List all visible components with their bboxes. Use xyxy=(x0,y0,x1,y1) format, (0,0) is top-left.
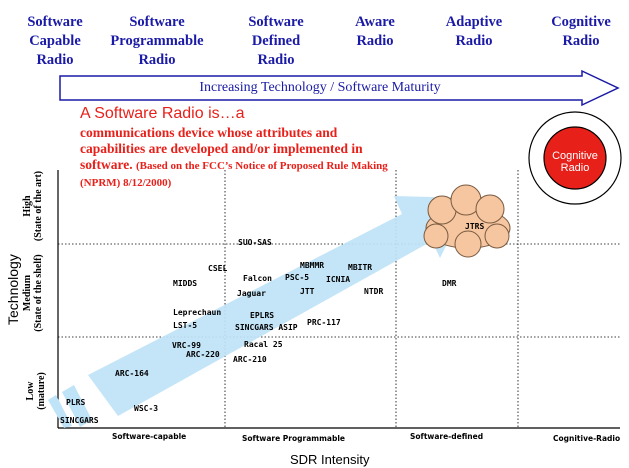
header-line: Programmable xyxy=(110,33,204,49)
header-line: Cognitive xyxy=(551,14,611,30)
point-jtt: JTT xyxy=(300,287,315,296)
point-suo-sas: SUO-SAS xyxy=(238,238,272,247)
y-level-note: (State of the art) xyxy=(33,170,44,242)
header-software-capable-radio: Software Capable Radio xyxy=(0,13,110,70)
header-software-programmable-radio: Software Programmable Radio xyxy=(102,13,212,70)
point-icnia: ICNIA xyxy=(326,275,351,284)
point-mbmmr: MBMMR xyxy=(300,261,325,270)
x-category-software-defined: Software-defined xyxy=(410,432,484,441)
point-arc-210: ARC-210 xyxy=(233,355,267,364)
point-midds: MIDDS xyxy=(173,279,198,288)
y-level-note: (mature) xyxy=(36,372,47,410)
sdr-trend-arrow xyxy=(88,196,470,416)
y-level-name: Low xyxy=(25,381,36,401)
header-line: Adaptive xyxy=(445,14,503,30)
y-level-name: Medium xyxy=(22,274,33,312)
point-psc-5: PSC-5 xyxy=(285,273,310,282)
y-level-low: Low (mature) xyxy=(25,366,47,416)
point-sincgars-asip: SINCGARS ASIP xyxy=(235,323,298,332)
x-category-cognitive-radio: Cognitive-Radio xyxy=(553,434,621,443)
point-plrs: PLRS xyxy=(66,398,86,407)
maturity-arrow xyxy=(59,69,620,107)
y-level-medium: Medium (State of the shelf) xyxy=(22,233,44,353)
y-level-note: (State of the shelf) xyxy=(33,254,44,332)
header-line: Radio xyxy=(138,52,176,68)
point-wsc-3: WSC-3 xyxy=(134,404,159,413)
definition-body: communications device whose attributes a… xyxy=(80,125,400,191)
point-prc-117: PRC-117 xyxy=(307,318,341,327)
point-arc-164: ARC-164 xyxy=(115,369,149,378)
header-aware-radio: Aware Radio xyxy=(320,13,430,51)
x-category-software-programmable: Software Programmable xyxy=(242,434,345,443)
point-falcon: Falcon xyxy=(243,274,272,283)
header-line: Defined xyxy=(251,33,301,49)
header-line: Capable xyxy=(29,33,81,49)
y-level-name: High xyxy=(22,195,33,217)
header-line: Aware xyxy=(355,14,395,30)
y-axis-title: Technology xyxy=(5,254,21,325)
header-line: Radio xyxy=(257,52,295,68)
header-software-defined-radio: Software Defined Radio xyxy=(221,13,331,70)
definition-heading: A Software Radio is…a xyxy=(80,105,245,122)
point-vrc-99: VRC-99 xyxy=(172,341,201,350)
header-adaptive-radio: Adaptive Radio xyxy=(419,13,529,51)
header-line: Software xyxy=(129,14,185,30)
header-cognitive-radio: Cognitive Radio xyxy=(526,13,629,51)
point-arc-220: ARC-220 xyxy=(186,350,220,359)
point-dmr: DMR xyxy=(442,279,457,288)
x-category-software-capable: Software-capable xyxy=(112,432,187,441)
point-leprechaun: Leprechaun xyxy=(173,308,222,317)
point-jtrs: JTRS xyxy=(465,222,485,231)
point-eplrs: EPLRS xyxy=(250,311,275,320)
header-line: Radio xyxy=(36,52,74,68)
header-line: Software xyxy=(248,14,304,30)
cognitive-radio-label: Cognitive Radio xyxy=(552,150,598,174)
point-lst-5: LST-5 xyxy=(173,321,198,330)
jtrs-cloud xyxy=(423,184,511,258)
definition-text: communications device whose attributes a… xyxy=(80,125,363,172)
x-axis-title: SDR Intensity xyxy=(290,452,370,467)
point-sincgars: SINCGARS xyxy=(60,416,99,425)
cognitive-core xyxy=(543,126,607,190)
point-ntdr: NTDR xyxy=(364,287,384,296)
header-line: Software xyxy=(27,14,83,30)
definition-note: (Based on the FCC’s Notice of Proposed R… xyxy=(80,160,388,189)
point-mbitr: MBITR xyxy=(348,263,373,272)
header-line: Radio xyxy=(356,33,394,49)
maturity-banner-label: Increasing Technology / Software Maturit… xyxy=(199,80,441,95)
header-line: Radio xyxy=(455,33,493,49)
point-racal-25: Racal 25 xyxy=(244,340,283,349)
point-jaguar: Jaguar xyxy=(237,289,266,298)
point-csel: CSEL xyxy=(208,264,228,273)
header-line: Radio xyxy=(562,33,600,49)
arrow-tail-stripes xyxy=(48,385,92,428)
